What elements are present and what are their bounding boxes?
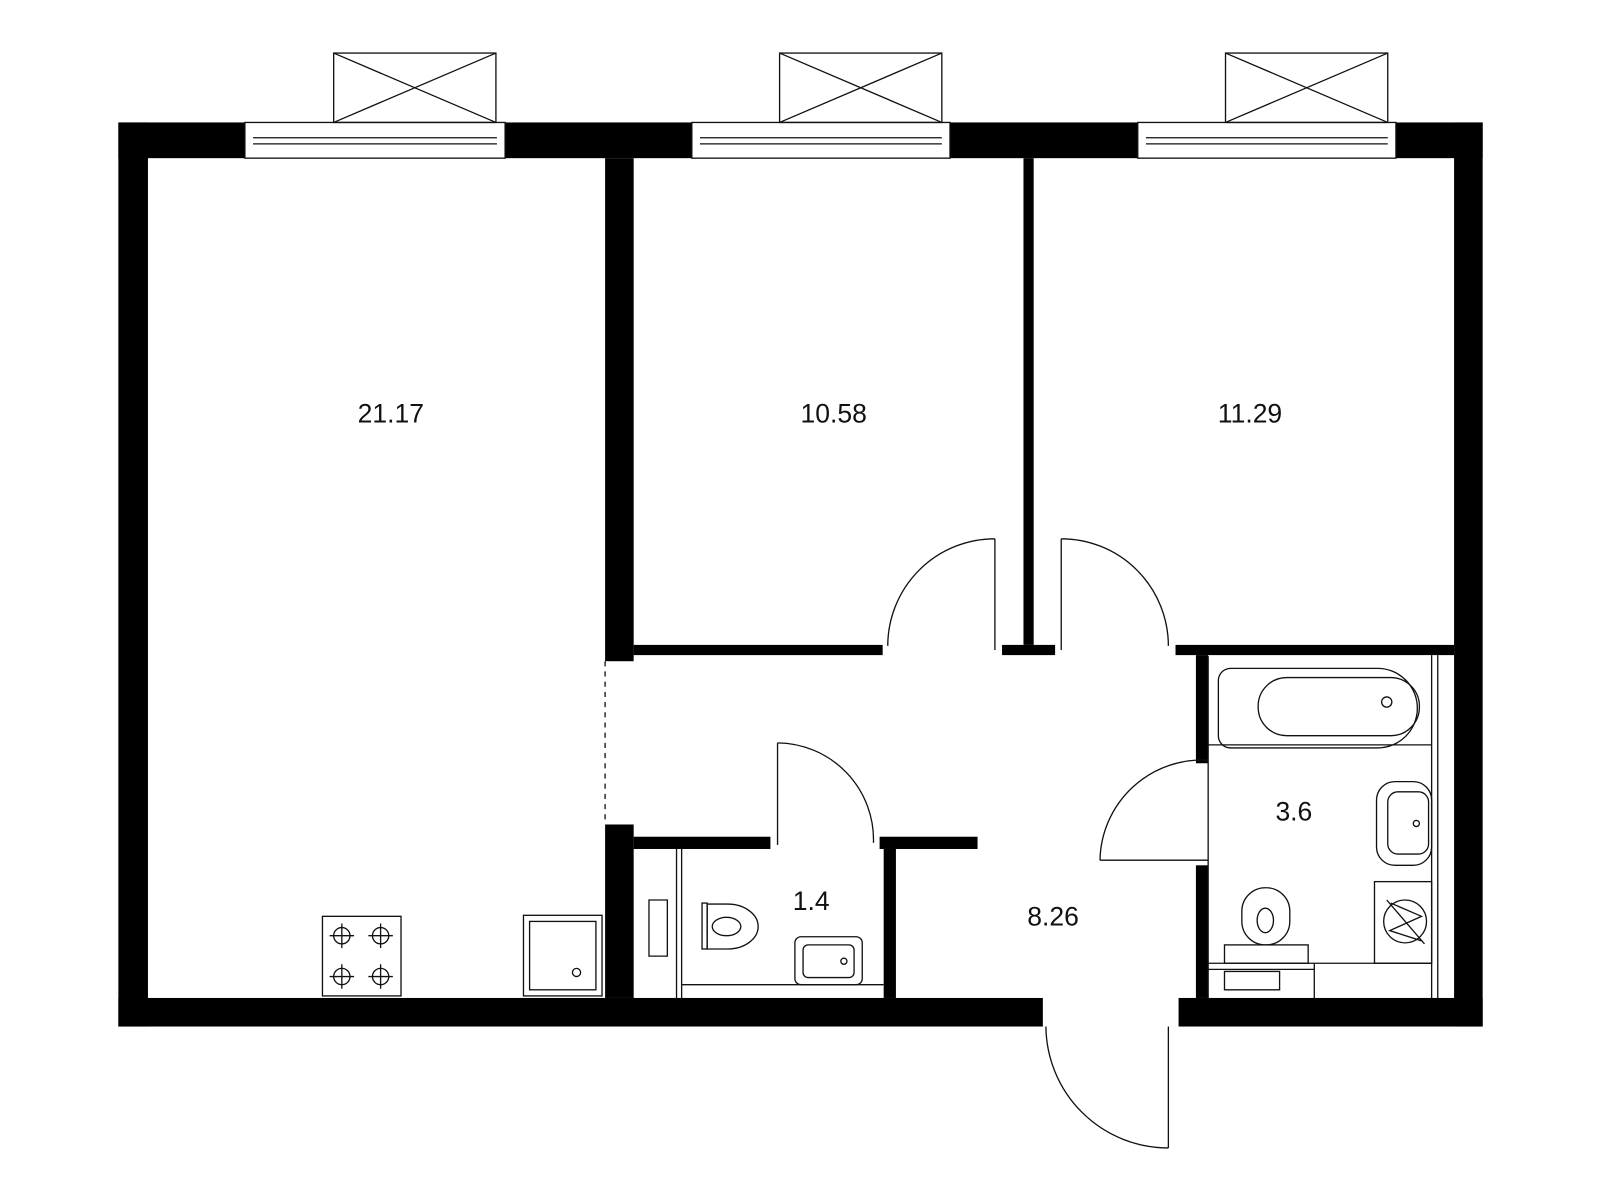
room-area-bedroom-2: 11.29 xyxy=(1218,398,1282,428)
room-area-bathroom: 3.6 xyxy=(1275,796,1312,826)
kitchen-sink-icon xyxy=(522,914,603,997)
bathtub-icon xyxy=(1208,667,1432,749)
bath-sink-icon xyxy=(1375,780,1433,866)
bath-toilet-icon xyxy=(1223,887,1309,964)
stove-icon xyxy=(321,915,402,997)
room-area-bedroom-1: 10.58 xyxy=(800,398,866,428)
window-3 xyxy=(1137,52,1397,159)
room-area-hallway: 8.26 xyxy=(1027,902,1079,932)
toilet-room-fixtures xyxy=(648,848,884,998)
door-bathroom xyxy=(1099,759,1209,861)
window-2 xyxy=(691,52,951,159)
door-toilet xyxy=(776,742,875,845)
room-area-living-kitchen: 21.17 xyxy=(358,398,424,428)
doors xyxy=(776,538,1209,1149)
inner-walls xyxy=(604,158,1455,998)
door-entrance xyxy=(1045,1026,1170,1149)
windows xyxy=(244,52,1397,159)
washing-machine-icon xyxy=(1373,880,1433,964)
toilet-icon xyxy=(701,902,759,950)
washbasin-icon xyxy=(794,936,863,986)
window-1 xyxy=(244,52,506,159)
door-bedroom-2 xyxy=(1060,538,1170,650)
bathroom-fixtures xyxy=(1207,655,1439,998)
door-bedroom-1 xyxy=(887,538,996,650)
room-area-toilet: 1.4 xyxy=(793,886,830,916)
outer-walls xyxy=(118,122,1483,1027)
